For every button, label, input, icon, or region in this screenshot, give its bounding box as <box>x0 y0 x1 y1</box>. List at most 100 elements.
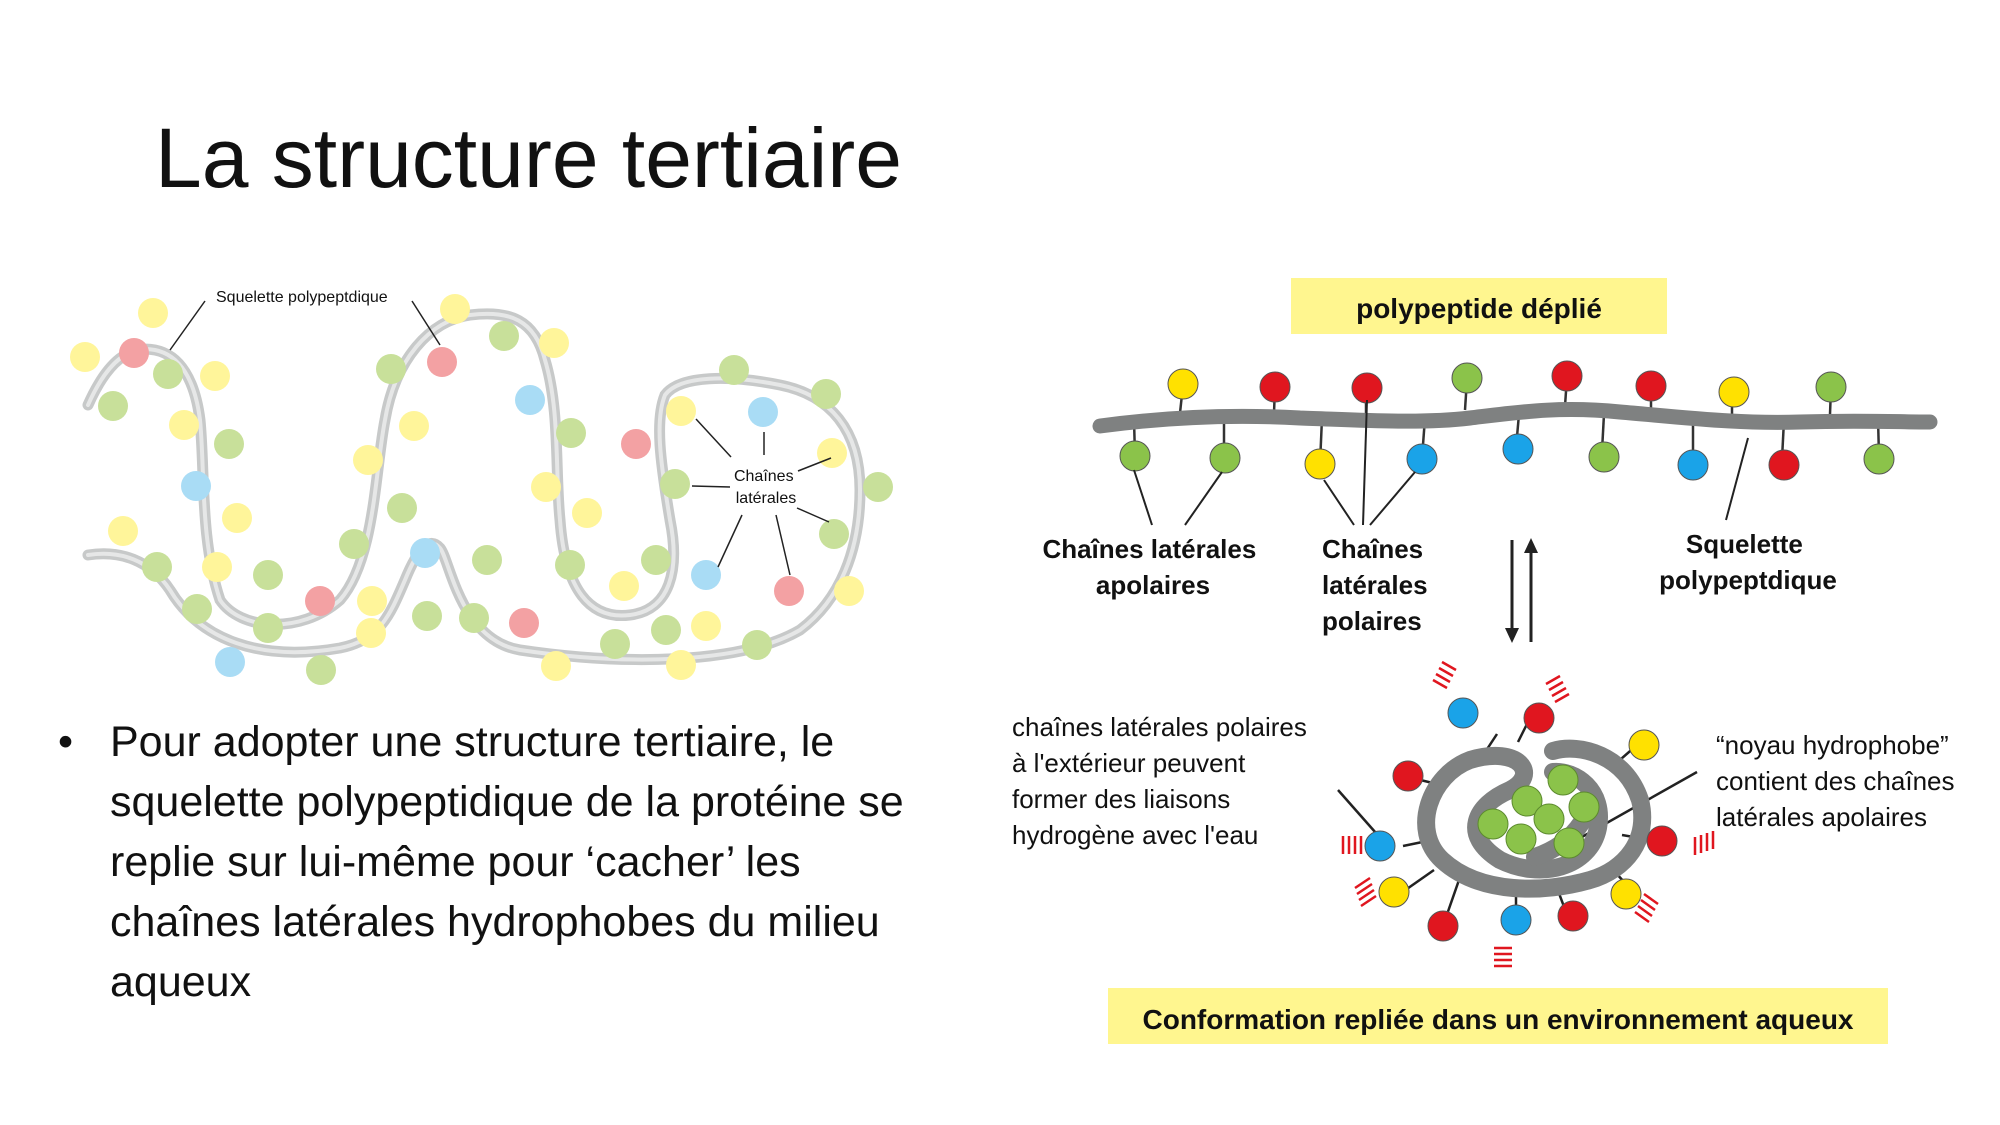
blue-bead <box>1677 449 1709 481</box>
left-label-side-chains: Chaînes latérales <box>734 468 798 507</box>
green-bead <box>1451 362 1483 394</box>
red-bead <box>1551 360 1583 392</box>
red-bead <box>1523 702 1555 734</box>
pale-yellow-bead <box>666 650 696 680</box>
banner-unfolded <box>1291 278 1667 334</box>
side-chains-top-row <box>1167 360 1847 408</box>
pale-yellow-bead <box>200 361 230 391</box>
blue-bead <box>1502 433 1534 465</box>
pale-yellow-bead <box>572 498 602 528</box>
left-label-side-chains-line: Chaînes <box>734 468 794 485</box>
label-apolar: Chaînes latérales apolaires <box>1042 534 1263 600</box>
blue-bead <box>1364 830 1396 862</box>
pale-green-bead <box>600 629 630 659</box>
blue-bead <box>1500 904 1532 936</box>
pale-yellow-bead <box>357 586 387 616</box>
label-apolar-line: apolaires <box>1096 570 1210 600</box>
pale-green-bead <box>660 469 690 499</box>
green-core-bead <box>1511 785 1543 817</box>
label-polar-line: polaires <box>1322 606 1422 636</box>
pale-green-bead <box>459 603 489 633</box>
label-backbone-right: Squelette polypeptdique <box>1659 529 1837 595</box>
label-core: “noyau hydrophobe” contient des chaînes … <box>1716 730 1962 832</box>
green-bead <box>1863 443 1895 475</box>
pale-yellow-bead <box>356 618 386 648</box>
pale-red-bead <box>621 429 651 459</box>
blue-bead <box>1406 443 1438 475</box>
pale-green-bead <box>387 493 417 523</box>
label-polar-outside-line: à l'extérieur peuvent <box>1012 748 1246 778</box>
folded-backbone <box>1417 739 1652 898</box>
pale-green-bead <box>376 354 406 384</box>
pale-yellow-bead <box>169 410 199 440</box>
equilibrium-arrows <box>1505 538 1538 643</box>
pale-green-bead <box>98 391 128 421</box>
pale-yellow-bead <box>353 445 383 475</box>
surface-polar-beads <box>1364 697 1678 942</box>
hydrophobic-core <box>1477 764 1600 859</box>
pale-red-bead <box>774 576 804 606</box>
label-polar-line: Chaînes <box>1322 534 1423 564</box>
pale-green-bead <box>182 594 212 624</box>
label-core-line: contient des chaînes <box>1716 766 1955 796</box>
green-bead <box>1815 371 1847 403</box>
pale-yellow-bead <box>399 411 429 441</box>
left-label-backbone: Squelette polypeptdique <box>216 289 388 306</box>
pale-green-bead <box>811 379 841 409</box>
label-polar-outside: chaînes latérales polaires à l'extérieur… <box>1012 712 1314 850</box>
red-bead <box>1635 370 1667 402</box>
label-backbone-right-line: Squelette <box>1686 529 1803 559</box>
pale-yellow-bead <box>108 516 138 546</box>
pale-yellow-bead <box>834 576 864 606</box>
right-bottom-diagram: chaînes latérales polaires à l'extérieur… <box>1012 660 1962 1044</box>
pale-green-bead <box>556 418 586 448</box>
yellow-bead <box>1610 878 1642 910</box>
red-bead <box>1768 449 1800 481</box>
pale-green-bead <box>472 545 502 575</box>
pale-green-bead <box>253 560 283 590</box>
pale-yellow-bead <box>70 342 100 372</box>
pale-green-bead <box>253 613 283 643</box>
label-core-line: “noyau hydrophobe” <box>1716 730 1949 760</box>
pale-red-bead <box>427 347 457 377</box>
pale-green-bead <box>339 529 369 559</box>
pale-yellow-bead <box>541 651 571 681</box>
pale-green-bead <box>142 552 172 582</box>
pale-yellow-bead <box>138 298 168 328</box>
green-core-bead <box>1533 803 1565 835</box>
red-bead <box>1557 900 1589 932</box>
pale-green-bead <box>719 355 749 385</box>
pale-red-bead <box>509 608 539 638</box>
green-bead <box>1119 440 1151 472</box>
red-bead <box>1427 910 1459 942</box>
pale-blue-bead <box>748 397 778 427</box>
green-core-bead <box>1568 791 1600 823</box>
pale-blue-bead <box>515 385 545 415</box>
blue-bead <box>1447 697 1479 729</box>
pale-blue-bead <box>215 647 245 677</box>
banner-folded-text: Conformation repliée dans un environneme… <box>1143 1004 1854 1035</box>
pale-yellow-bead <box>666 396 696 426</box>
yellow-bead <box>1167 368 1199 400</box>
label-polar-outside-line: hydrogène avec l'eau <box>1012 820 1258 850</box>
pale-green-bead <box>489 321 519 351</box>
red-bead <box>1646 825 1678 857</box>
arrow-down-head <box>1505 628 1519 643</box>
red-bead <box>1392 760 1424 792</box>
green-core-bead <box>1477 808 1509 840</box>
green-bead <box>1209 442 1241 474</box>
red-bead <box>1259 371 1291 403</box>
left-label-side-chains-line: latérales <box>736 490 796 507</box>
pale-green-bead <box>651 615 681 645</box>
label-polar-outside-line: chaînes latérales polaires <box>1012 712 1307 742</box>
right-top-callout-lines <box>1133 399 1749 526</box>
pale-blue-bead <box>410 538 440 568</box>
pale-blue-bead <box>691 560 721 590</box>
arrow-up-head <box>1524 538 1538 553</box>
pale-yellow-bead <box>202 552 232 582</box>
yellow-bead <box>1718 376 1750 408</box>
yellow-bead <box>1628 729 1660 761</box>
yellow-bead <box>1378 876 1410 908</box>
green-bead <box>1588 441 1620 473</box>
